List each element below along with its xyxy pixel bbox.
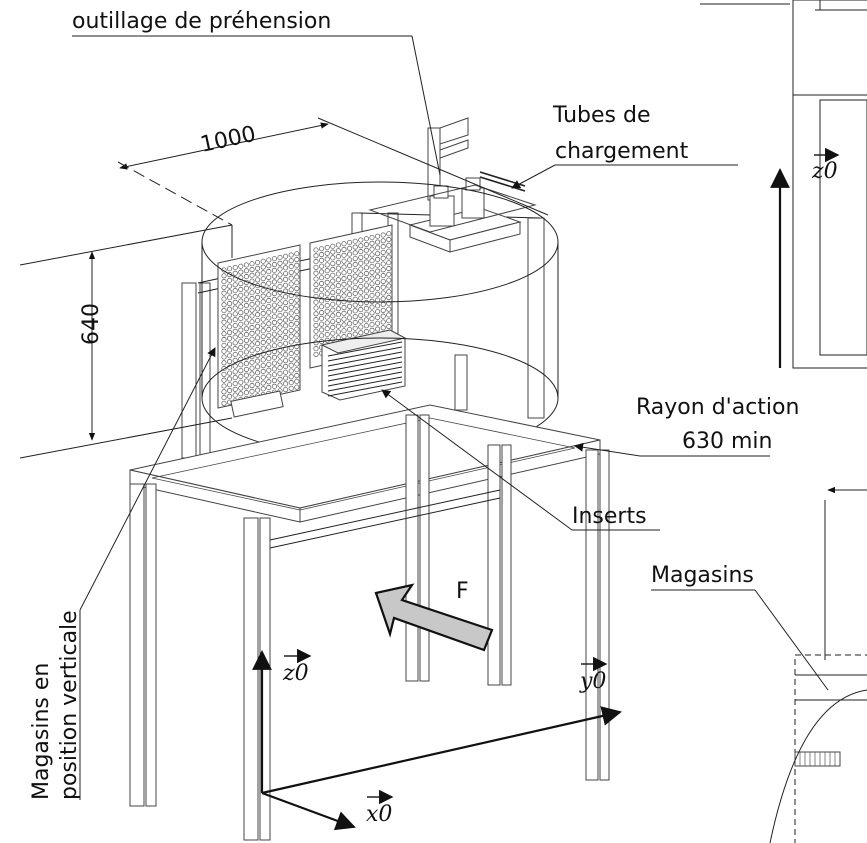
gripper-tool [368,117,537,253]
magasins-vertical-line2: position verticale [57,610,82,800]
magasins-vertical-line1: Magasins en [29,663,54,800]
dimension-640: 640 [19,224,233,459]
label-magasins: Magasins [651,563,829,691]
label-magasins-vertical: Magasins en position verticale [29,347,216,800]
force-arrow: F [374,579,494,652]
label-tubes: Tubes de chargement [511,103,738,189]
axis-label-z0: z0 [282,661,309,686]
right-side-axis-z0: z0 [770,147,840,368]
magazine-panel-left [217,244,301,409]
dimension-width-label: 1000 [198,122,258,158]
table-frame [129,404,610,841]
magazine-panel-right [309,224,393,369]
label-gripper: outillage de préhension [72,9,441,176]
force-label: F [456,579,469,604]
right-side-view-bottom [769,486,867,843]
dimension-height-label: 640 [79,303,104,345]
label-reach: Rayon d'action 630 min [574,395,799,457]
inserts-stack [230,329,407,418]
gripper-label: outillage de préhension [72,9,331,34]
inserts-label: Inserts [572,504,647,529]
right-side-view-top [700,0,867,369]
reach-label-line1: Rayon d'action [636,395,799,420]
reach-label-line2: 630 min [682,429,772,454]
coordinate-axes: z0 y0 x0 [252,648,622,831]
axis-label-z0-side: z0 [811,159,838,184]
tubes-label-line1: Tubes de [552,103,651,128]
axis-label-x0: x0 [366,802,392,827]
magasins-label: Magasins [651,563,754,588]
tubes-label-line2: chargement [555,139,689,164]
label-inserts: Inserts [381,389,660,531]
axis-label-y0: y0 [579,669,606,694]
